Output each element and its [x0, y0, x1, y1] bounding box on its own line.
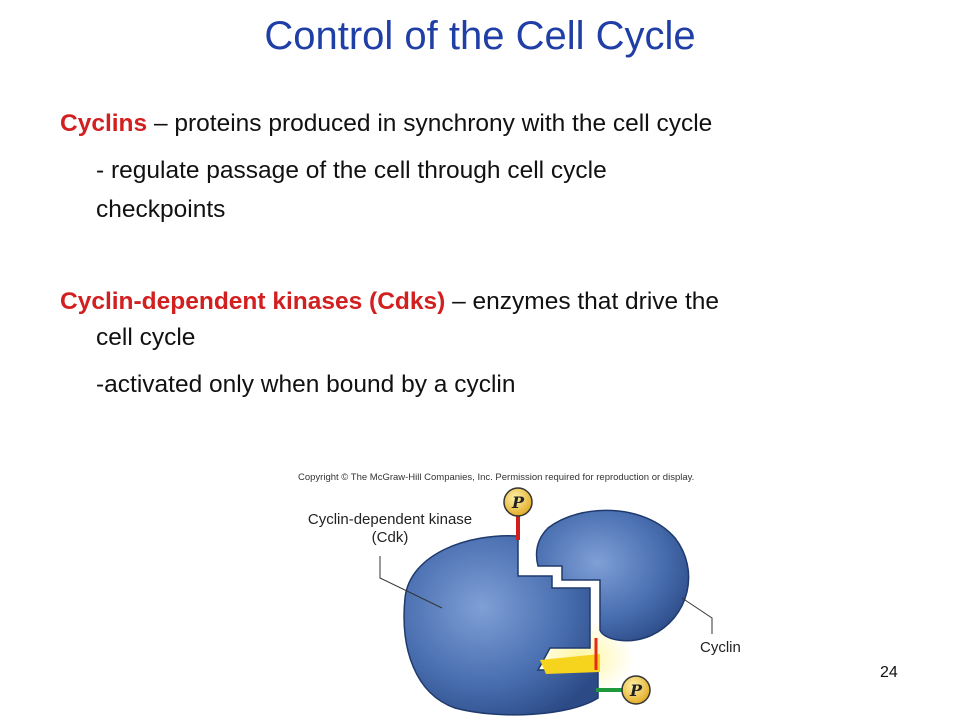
- cyclin-label: Cyclin: [700, 639, 741, 656]
- cyclin-shape: [535, 509, 690, 642]
- cyclin-leader-line: [681, 597, 713, 634]
- cyclins-definition: – proteins produced in synchrony with th…: [147, 110, 713, 137]
- cdks-definition-continued: cell cycle: [96, 324, 196, 351]
- cdk-label-line2: (Cdk): [371, 529, 409, 546]
- cdk-label: Cyclin-dependent kinase (Cdk): [270, 511, 510, 547]
- cyclins-term: Cyclins: [60, 110, 148, 137]
- cyclins-subpoint-line2: checkpoints: [96, 196, 226, 223]
- page-number: 24: [880, 664, 898, 681]
- cyclins-line: Cyclins – proteins produced in synchrony…: [60, 108, 712, 139]
- cdk-cyclin-diagram: P P: [379, 487, 713, 716]
- cdk-leader-line: [379, 556, 443, 609]
- active-site: [540, 654, 600, 674]
- cdks-subpoint: -activated only when bound by a cyclin: [96, 371, 516, 398]
- slide-title: Control of the Cell Cycle: [264, 14, 696, 58]
- cdks-line: Cyclin-dependent kinases (Cdks) – enzyme…: [60, 286, 719, 317]
- cdk-label-line1: Cyclin-dependent kinase: [307, 511, 473, 528]
- phosphate-top-icon: [503, 487, 533, 517]
- cyclins-subpoint-line1: - regulate passage of the cell through c…: [96, 157, 607, 184]
- phosphate-top-label: P: [511, 493, 525, 512]
- figure-copyright: Copyright © The McGraw-Hill Companies, I…: [298, 472, 695, 483]
- phosphate-bottom-label: P: [629, 681, 643, 700]
- cdks-term: Cyclin-dependent kinases (Cdks): [60, 288, 446, 315]
- cdks-definition: – enzymes that drive the: [445, 288, 720, 315]
- phosphate-bottom-icon: [621, 675, 651, 705]
